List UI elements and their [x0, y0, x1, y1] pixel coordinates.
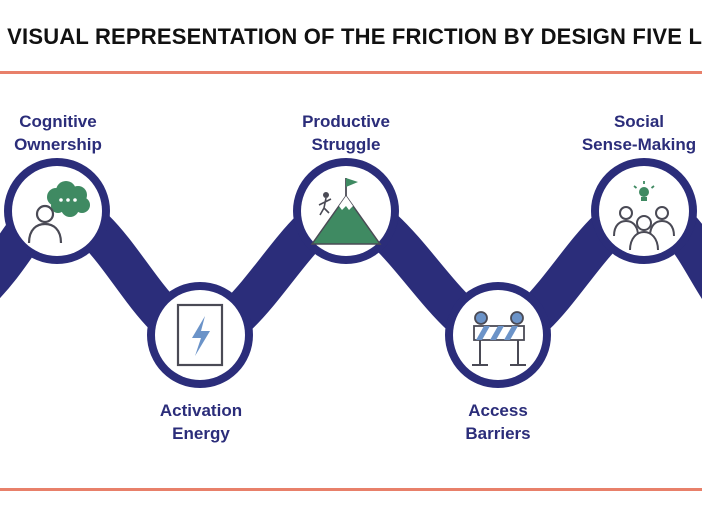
person-thought-bubble-icon — [27, 181, 90, 244]
stage-label-line1: Access — [468, 401, 528, 420]
stage-label-cognitive-ownership: Cognitive Ownership — [0, 110, 148, 156]
stage-label-social-sense-making: Social Sense-Making — [549, 110, 702, 156]
lightning-bolt-icon — [176, 303, 224, 367]
stage-label-access-barriers: Access Barriers — [408, 399, 588, 445]
stage-label-productive-struggle: Productive Struggle — [256, 110, 436, 156]
stage-label-line1: Productive — [302, 112, 390, 131]
stage-label-line2: Energy — [172, 424, 230, 443]
road-barrier-icon — [472, 311, 526, 366]
stage-label-line1: Social — [613, 112, 665, 131]
group-lightbulb-icon — [613, 181, 675, 251]
mountain-climber-icon — [310, 178, 382, 245]
stage-label-activation-energy: Activation Energy — [111, 399, 291, 445]
page-title: E VISUAL REPRESENTATION OF THE FRICTION … — [0, 24, 702, 49]
stage-label-line2: Sense-Making — [581, 135, 697, 154]
stage-label-line2: Struggle — [311, 135, 381, 154]
bottom-divider — [0, 488, 702, 491]
stage-label-line1: Cognitive — [19, 112, 97, 131]
top-divider — [0, 71, 702, 74]
stage-label-line2: Ownership — [14, 135, 102, 154]
node-social-sense-making — [591, 158, 697, 264]
stage-label-line2: Barriers — [465, 424, 531, 443]
stage-label-line1: Activation — [159, 401, 243, 420]
